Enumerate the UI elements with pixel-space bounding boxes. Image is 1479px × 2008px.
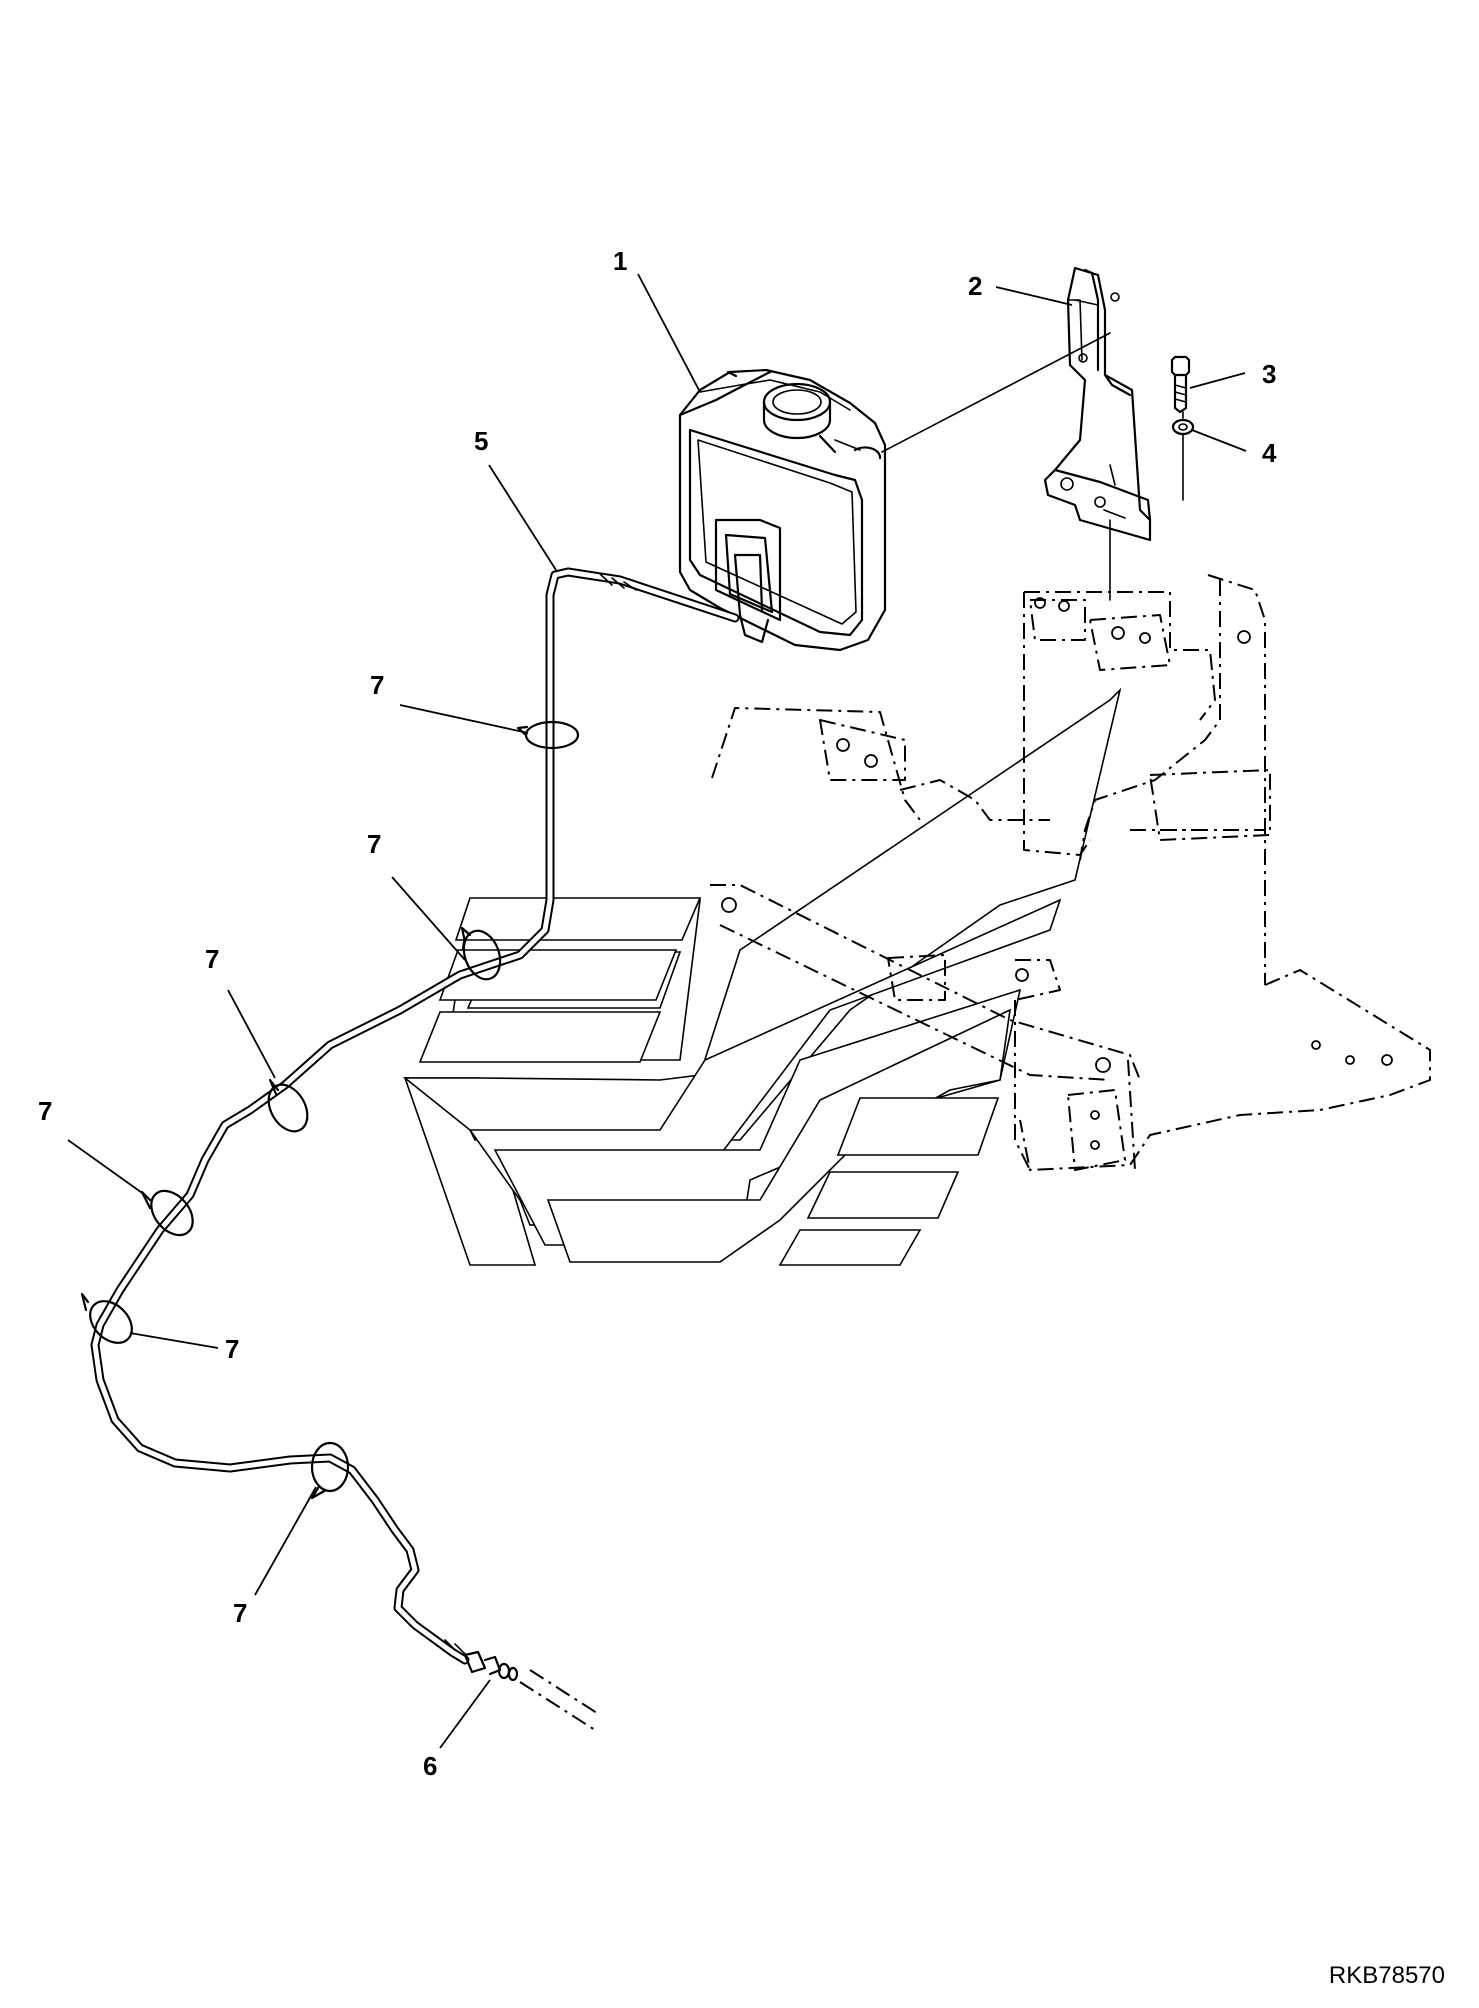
clamp-low-1 <box>80 1292 133 1344</box>
watermark-logo <box>402 687 1122 1266</box>
washer <box>1171 418 1195 436</box>
clamp-upper-2 <box>460 926 502 981</box>
tank-bracket <box>1043 266 1152 542</box>
callout-washer: 4 <box>1262 438 1277 468</box>
alignment-lines <box>881 332 1184 601</box>
bolt <box>1170 355 1191 414</box>
callout-bolt: 3 <box>1262 359 1276 389</box>
callout-hose: 5 <box>474 426 488 456</box>
callout-clamp: 7 <box>370 670 384 700</box>
callout-bracket: 2 <box>968 271 982 301</box>
connector <box>463 1650 601 1731</box>
callout-clamp: 7 <box>233 1598 247 1628</box>
washer-hose <box>90 567 740 1665</box>
frame-holes <box>721 597 1393 1150</box>
callout-tank: 1 <box>613 246 627 276</box>
callout-clamp: 7 <box>225 1334 239 1364</box>
callout-clamp: 7 <box>205 944 219 974</box>
callout-clamp: 7 <box>367 829 381 859</box>
drawing-reference-code: RKB78570 <box>1329 1962 1445 1989</box>
leader-lines <box>67 273 1247 1749</box>
clamps <box>80 720 580 1500</box>
callout-clamp: 7 <box>38 1096 52 1126</box>
clamp-low-2 <box>310 1441 350 1500</box>
callouts: 1 2 3 4 5 6 7 7 7 7 7 7 <box>38 246 1277 1781</box>
clamp-mid-1 <box>267 1078 309 1133</box>
washer-tank <box>678 368 887 652</box>
mounting-frame <box>710 574 1431 1171</box>
callout-connector: 6 <box>423 1751 437 1781</box>
